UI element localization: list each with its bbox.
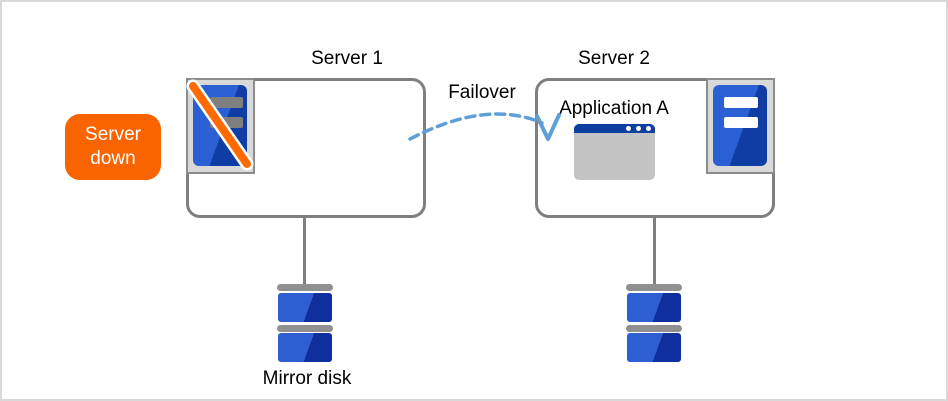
server2-label: Server 2 [578,48,650,69]
failover-arrow-icon [408,112,561,141]
server-slot-bar [723,97,758,108]
disk-platter [627,293,681,322]
disk-platter [627,333,681,362]
disk-cap [626,325,682,332]
application-window-icon [574,124,655,180]
disk-cap [277,284,333,291]
disk-platter [278,293,332,322]
server2-disk-connector [653,216,656,286]
mirror-disk-icon [626,284,682,364]
server-tower-down-icon [186,78,255,174]
server-tower-shape [713,85,767,166]
mirror-disk-icon [277,284,333,364]
server1-disk-connector [303,216,306,286]
server-down-badge: Server down [65,114,161,180]
server1-label: Server 1 [311,48,383,69]
window-dot-icon [626,126,631,131]
disk-cap [277,325,333,332]
server-slot-bar [723,117,758,128]
window-dot-icon [636,126,641,131]
server-slot-bar [210,117,243,128]
application-label: Application A [559,98,669,119]
disk-cap [626,284,682,291]
server-slot-bar [210,97,243,108]
server-tower-icon [706,78,775,174]
mirror-disk-label: Mirror disk [262,368,352,389]
disk-platter [278,333,332,362]
window-dot-icon [646,126,651,131]
failover-label: Failover [448,82,516,103]
down-slash-icon [186,79,254,171]
window-titlebar [574,124,655,133]
